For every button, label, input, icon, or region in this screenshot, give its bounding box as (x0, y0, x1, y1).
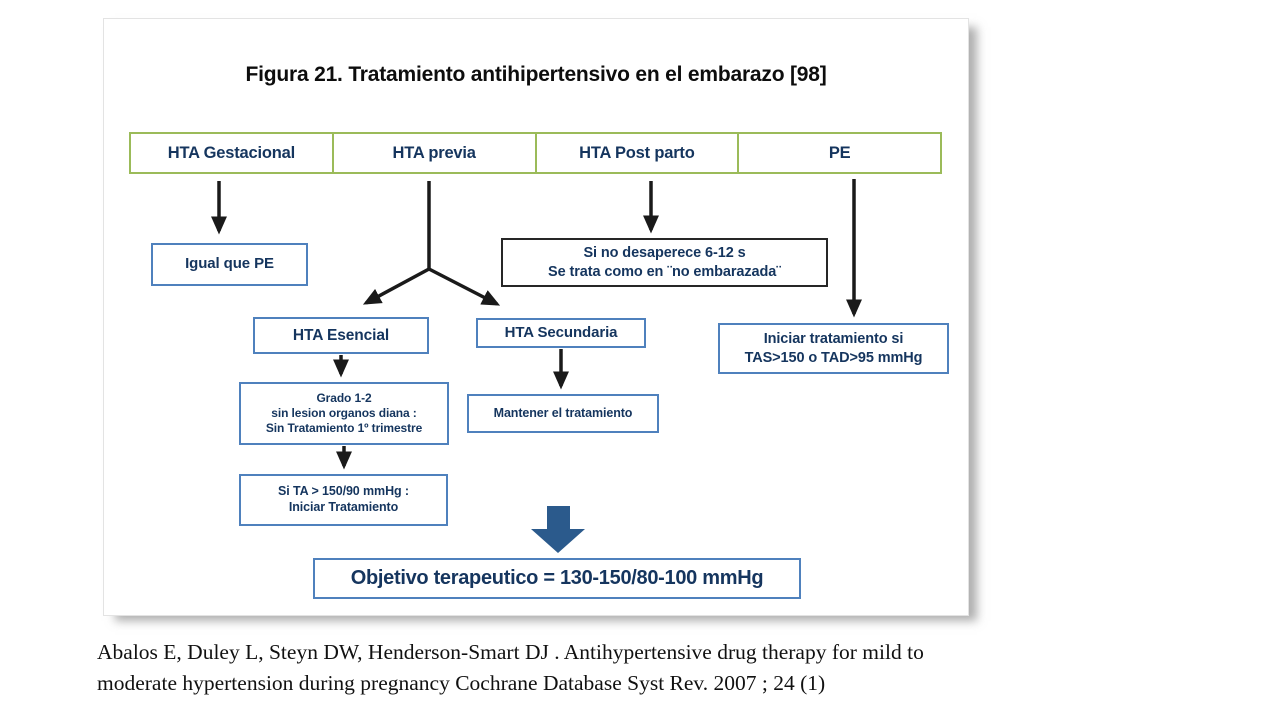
citation-line-1: Abalos E, Duley L, Steyn DW, Henderson-S… (97, 640, 924, 664)
box-mantener-tratamiento: Mantener el tratamiento (467, 394, 659, 433)
arrow-previa-to-secundaria-icon (428, 267, 501, 306)
header-table: HTA Gestacional HTA previa HTA Post part… (129, 132, 942, 174)
header-cell-hta-post-parto: HTA Post parto (534, 134, 738, 172)
arrow-previa-to-esencial-icon (362, 267, 430, 305)
box-hta-secundaria: HTA Secundaria (476, 318, 646, 348)
flow-arrows-layer (210, 179, 863, 553)
box-objetivo-terapeutico: Objetivo terapeutico = 130-150/80-100 mm… (313, 558, 801, 599)
figure-title: Figura 21. Tratamiento antihipertensivo … (245, 63, 827, 86)
citation-line-2: moderate hypertension during pregnancy C… (97, 670, 826, 695)
box-igual-que-pe: Igual que PE (151, 243, 308, 286)
header-cell-hta-gestacional: HTA Gestacional (167, 143, 295, 162)
citation: Abalos E, Duley L, Steyn DW, Henderson-S… (97, 637, 1057, 698)
slide-canvas: Figura 21. Tratamiento antihipertensivo … (103, 18, 969, 616)
box-grado-1-2: Grado 1-2 sin lesion organos diana : Sin… (239, 382, 449, 445)
header-cell-hta-previa: HTA previa (331, 134, 535, 172)
box-si-no-desaparece: Si no desaperece 6-12 s Se trata como en… (501, 238, 828, 287)
big-blue-down-arrow-icon (531, 506, 585, 553)
header-cell-pe: PE (737, 134, 940, 172)
box-si-ta-150-90: Si TA > 150/90 mmHg : Iniciar Tratamient… (239, 474, 448, 526)
box-hta-esencial: HTA Esencial (253, 317, 429, 354)
box-iniciar-tratamiento: Iniciar tratamiento si TAS>150 o TAD>95 … (718, 323, 949, 374)
